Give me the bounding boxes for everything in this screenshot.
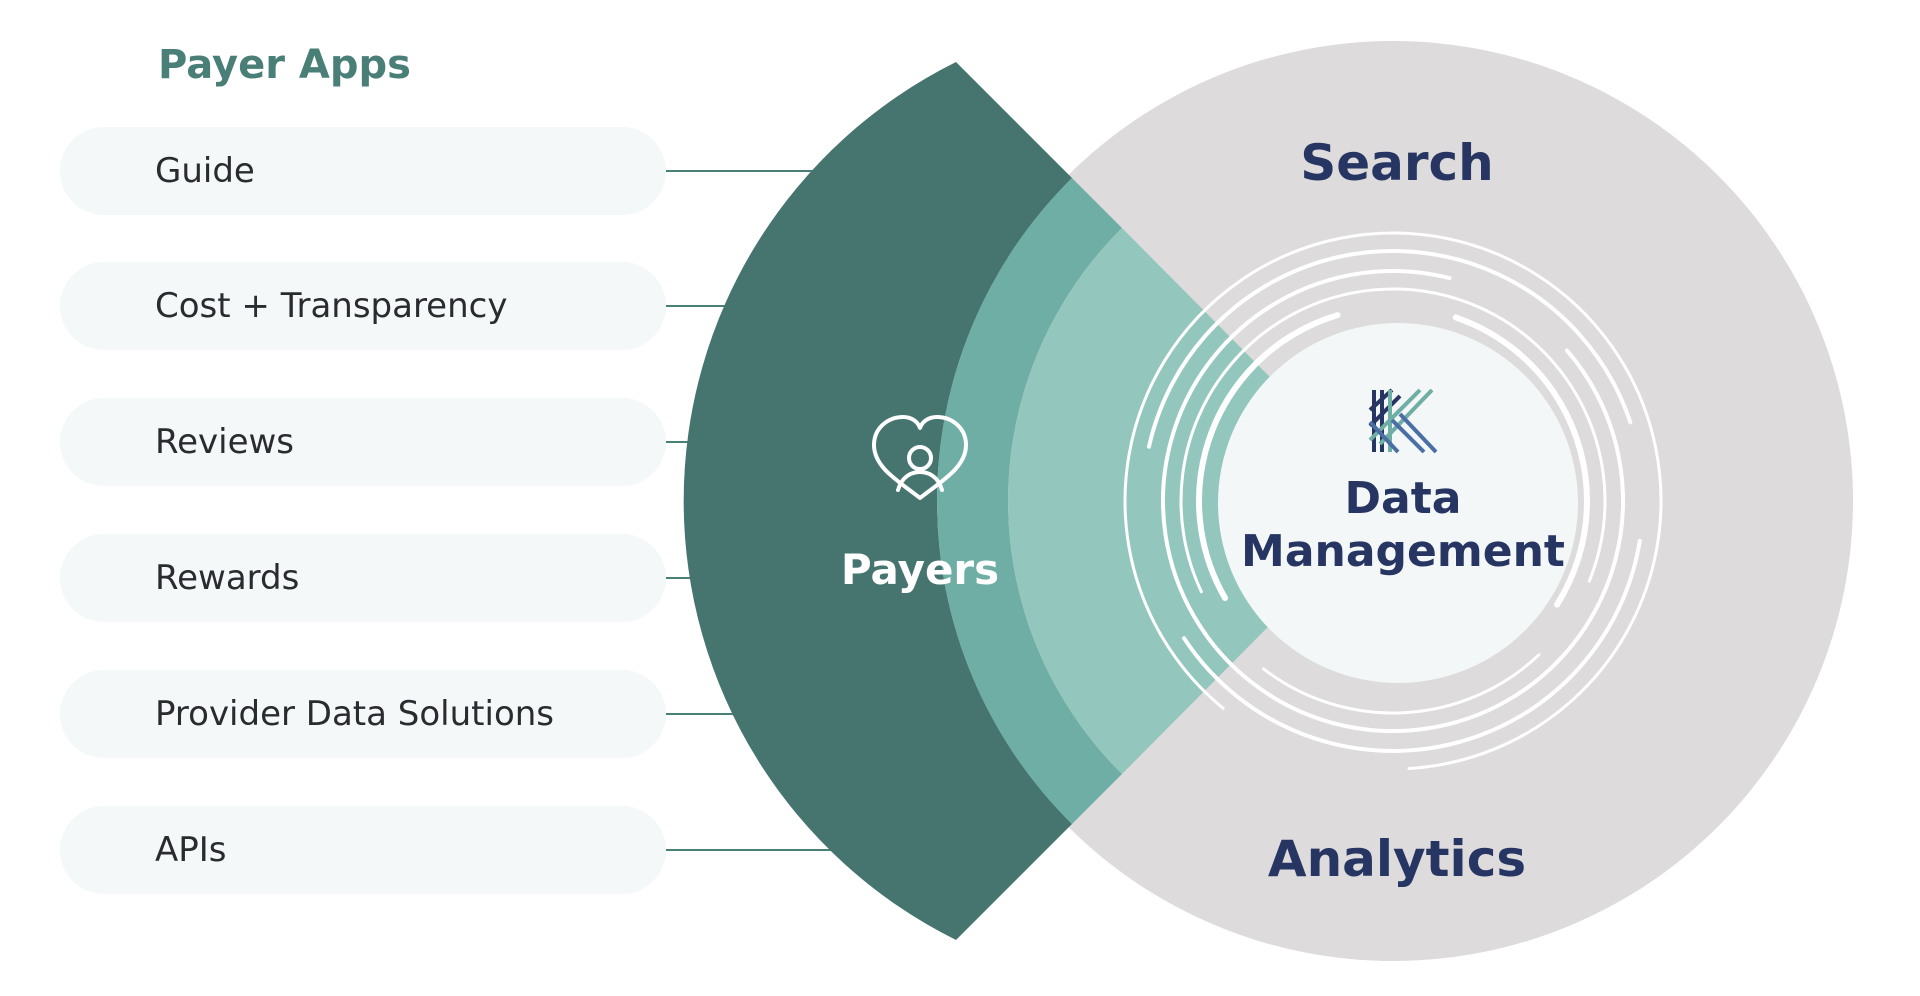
analytics-label: Analytics (1268, 830, 1526, 888)
app-pill-label: Reviews (155, 422, 295, 462)
core-swirl-rings (1123, 231, 1663, 771)
search-label: Search (1300, 134, 1494, 192)
app-pill-label: Cost + Transparency (155, 286, 508, 326)
payer-apps-title: Payer Apps (158, 42, 411, 88)
payers-label: Payers (841, 545, 999, 594)
app-pill-guide[interactable]: Guide (60, 127, 666, 215)
kyruus-k-logo (1368, 388, 1438, 454)
app-pill-label: Guide (155, 151, 255, 191)
app-pill-cost-transparency[interactable]: Cost + Transparency (60, 262, 666, 350)
app-pill-label: APIs (155, 830, 227, 870)
app-pill-label: Rewards (155, 558, 300, 598)
data-management-label-line2: Management (1241, 526, 1565, 577)
app-pill-apis[interactable]: APIs (60, 806, 666, 894)
app-pill-provider-data-solutions[interactable]: Provider Data Solutions (60, 670, 666, 758)
app-pill-label: Provider Data Solutions (155, 694, 555, 734)
app-pill-rewards[interactable]: Rewards (60, 534, 666, 622)
app-pill-reviews[interactable]: Reviews (60, 398, 666, 486)
payers-wedge-mid (937, 178, 1122, 824)
payers-wedge-dark (683, 62, 1072, 940)
data-management-label-line1: Data (1345, 473, 1462, 524)
heart-person-icon (872, 415, 968, 500)
core-circle (1218, 323, 1578, 683)
